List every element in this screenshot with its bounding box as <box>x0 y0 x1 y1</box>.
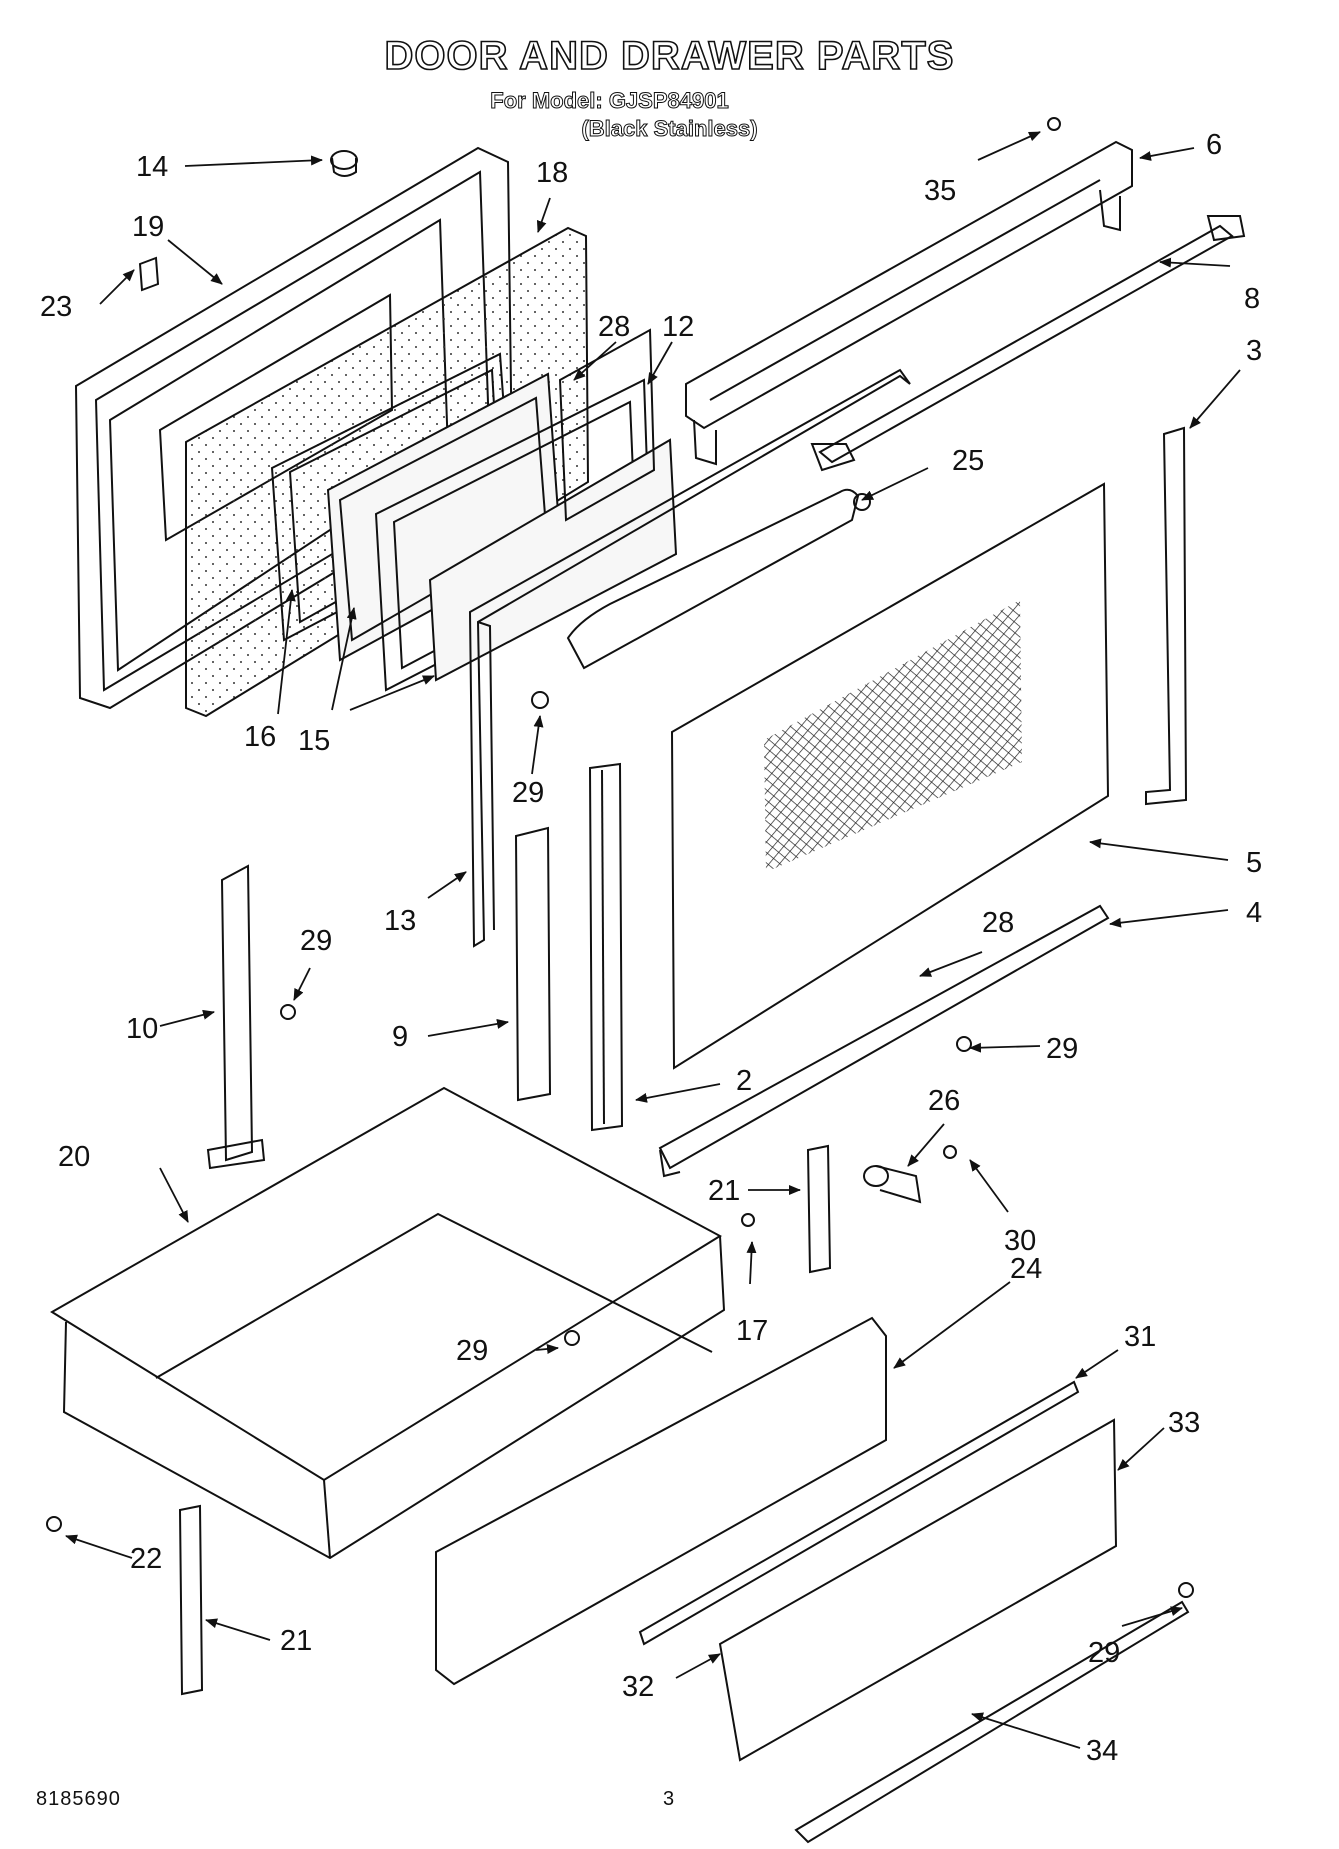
part-34-lower-trim-strip <box>794 1600 1190 1844</box>
page-title: DOOR AND DRAWER PARTS <box>384 33 955 79</box>
part-26-lock-latch <box>863 1165 922 1204</box>
part-14-bumper <box>330 150 358 177</box>
callout-19: 19 <box>132 211 164 243</box>
callout-31: 31 <box>1124 1321 1156 1353</box>
callout-32: 32 <box>622 1671 654 1703</box>
callout-15: 15 <box>298 725 330 757</box>
callout-8: 8 <box>1244 283 1260 315</box>
callout-33: 33 <box>1168 1407 1200 1439</box>
callout-16: 16 <box>244 721 276 753</box>
callout-26: 26 <box>928 1085 960 1117</box>
callout-29-trim: 29 <box>1088 1637 1120 1669</box>
part-23-clip <box>138 256 160 292</box>
callout-30: 30 <box>1004 1225 1036 1257</box>
callout-28-upper: 28 <box>598 311 630 343</box>
part-13-inner-door-liner <box>468 368 911 948</box>
callout-23: 23 <box>40 291 72 323</box>
part-9-spacer <box>514 826 552 1102</box>
part-31-upper-trim-strip <box>638 1380 1080 1646</box>
callout-2: 2 <box>736 1065 752 1097</box>
part-21-slide-bracket-left <box>178 1504 204 1696</box>
part-21-slide-bracket-right <box>806 1144 832 1274</box>
callout-4: 4 <box>1246 897 1262 929</box>
callout-29-drawer: 29 <box>456 1335 488 1367</box>
callout-28-lower: 28 <box>982 907 1014 939</box>
leader-lines <box>65 131 1241 1749</box>
callout-34: 34 <box>1086 1735 1118 1767</box>
part-number: 8185690 <box>36 1788 121 1810</box>
callout-5: 5 <box>1246 847 1262 879</box>
part-4-bottom-trim <box>658 904 1110 1178</box>
callout-21-left: 21 <box>280 1625 312 1657</box>
callout-24: 24 <box>1010 1253 1042 1285</box>
part-20-drawer-body <box>50 1086 726 1560</box>
callout-17: 17 <box>736 1315 768 1347</box>
model-line: For Model: GJSP84901 <box>490 88 729 114</box>
callout-25: 25 <box>952 445 984 477</box>
variant-line: (Black Stainless) <box>581 116 758 142</box>
part-3-side-trim <box>1145 426 1188 806</box>
callout-22: 22 <box>130 1543 162 1575</box>
page-number: 3 <box>663 1788 675 1810</box>
callout-29-door: 29 <box>512 777 544 809</box>
callout-29-slide: 29 <box>300 925 332 957</box>
callout-13: 13 <box>384 905 416 937</box>
part-24-drawer-front <box>435 1316 887 1686</box>
part-33-glass-panel <box>718 1418 1118 1762</box>
callout-35: 35 <box>924 175 956 207</box>
part-2-channel <box>588 762 624 1132</box>
callout-6: 6 <box>1206 129 1222 161</box>
callout-3: 3 <box>1246 335 1262 367</box>
callout-12: 12 <box>662 311 694 343</box>
part-6-vent-trim <box>685 140 1133 466</box>
callout-20: 20 <box>58 1141 90 1173</box>
part-5-outer-door-panel <box>670 482 1110 1070</box>
part-12-window-pack <box>558 328 656 522</box>
part-15-glass-assembly <box>326 372 678 692</box>
part-8-handle-rod <box>810 215 1246 472</box>
callout-9: 9 <box>392 1021 408 1053</box>
part-10-drawer-slide <box>206 864 266 1170</box>
callout-labels: 14 18 19 23 28 12 16 15 29 13 10 29 9 20… <box>40 129 1262 1767</box>
callout-18: 18 <box>536 157 568 189</box>
callout-14: 14 <box>136 151 168 183</box>
callout-29-bottom: 29 <box>1046 1033 1078 1065</box>
screws <box>46 117 1194 1598</box>
callout-21-right: 21 <box>708 1175 740 1207</box>
callout-10: 10 <box>126 1013 158 1045</box>
